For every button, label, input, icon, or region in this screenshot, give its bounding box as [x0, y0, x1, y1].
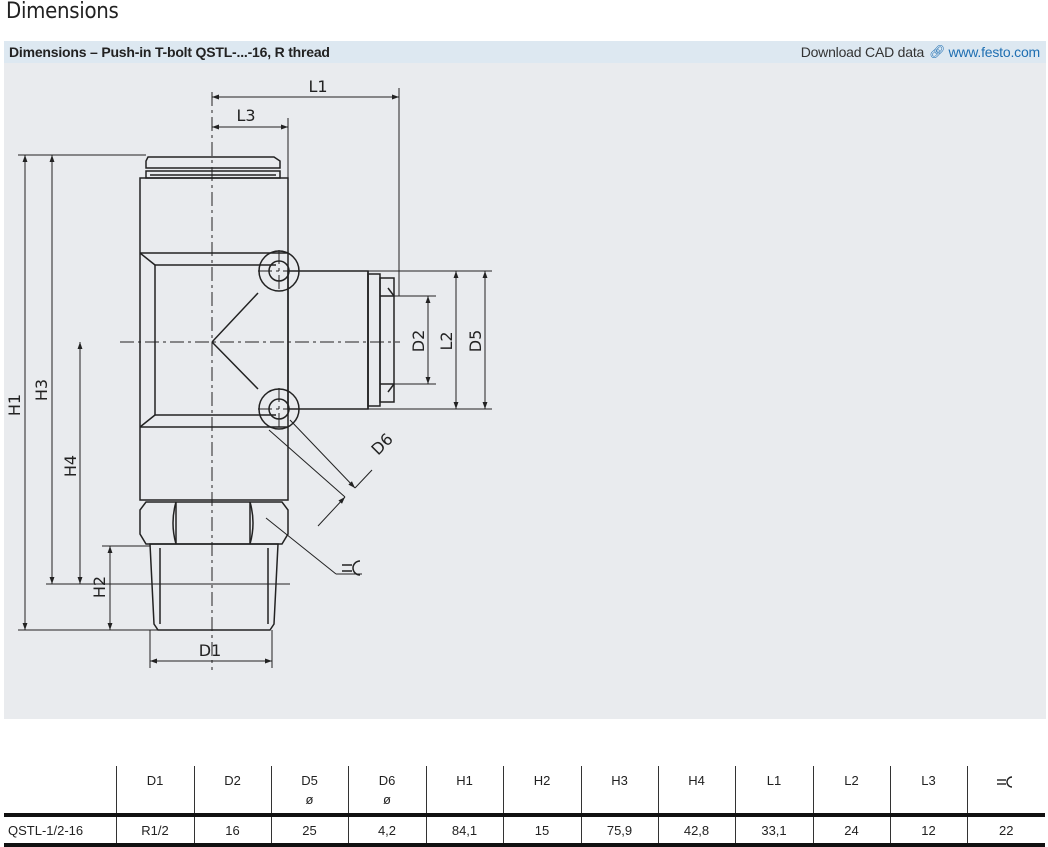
header-cell: H3: [581, 766, 659, 815]
label-L3: L3: [236, 106, 255, 125]
table-cell: 75,9: [581, 815, 659, 845]
page-title: Dimensions: [6, 0, 119, 24]
header-cell: H1: [426, 766, 504, 815]
table-cell: 12: [890, 815, 968, 845]
technical-drawing: L1 L3 H1 H3 H4 H2 D1 D2 L2 D5 D6: [5, 77, 492, 670]
table-cell: 4,2: [348, 815, 427, 845]
label-L2: L2: [437, 331, 456, 350]
table-cell: 84,1: [426, 815, 504, 845]
label-D2: D2: [409, 330, 428, 353]
cad-download-link[interactable]: 🔗︎ www.festo.com: [929, 44, 1040, 60]
label-L1: L1: [308, 77, 327, 96]
table-cell-model: QSTL-1/2-16: [4, 815, 117, 845]
header-cell-wrench: [967, 766, 1045, 815]
header-cell: H2: [503, 766, 582, 815]
link-icon: 🔗︎: [929, 44, 946, 59]
dimensions-panel: Dimensions – Push-in T-bolt QSTL-...-16,…: [4, 41, 1046, 719]
header-cell: H4: [658, 766, 736, 815]
cad-download-area: Download CAD data 🔗︎ www.festo.com: [800, 44, 1041, 60]
table-cell: 16: [194, 815, 272, 845]
label-H3: H3: [32, 379, 51, 401]
header-cell: D2: [194, 766, 272, 815]
wrench-size-icon: [997, 775, 1013, 788]
header-cell: L1: [735, 766, 814, 815]
table-cell: 24: [813, 815, 891, 845]
panel-title: Dimensions – Push-in T-bolt QSTL-...-16,…: [9, 44, 330, 60]
table-row: QSTL-1/2-16 R1/2 16 25 4,2 84,1 15 75,9 …: [4, 815, 1045, 845]
wrench-size-icon: [342, 560, 361, 576]
table-cell: 15: [503, 815, 582, 845]
thread: [149, 543, 279, 631]
side-branch: [287, 270, 369, 410]
label-D1: D1: [199, 641, 222, 660]
header-cell-model: [4, 766, 117, 815]
collet-cap: [145, 156, 281, 169]
label-D5: D5: [466, 330, 485, 353]
label-H4: H4: [61, 455, 80, 477]
table-cell: R1/2: [116, 815, 195, 845]
header-cell: L2: [813, 766, 891, 815]
label-H1: H1: [5, 394, 24, 416]
table-cell: 42,8: [658, 815, 736, 845]
cad-download-label: Download CAD data: [800, 44, 925, 60]
hex-nut: [139, 501, 289, 545]
header-cell: D1: [116, 766, 195, 815]
label-D6: D6: [367, 429, 396, 458]
table-cell: 33,1: [735, 815, 814, 845]
cad-link-text: www.festo.com: [948, 44, 1040, 60]
header-cell: L3: [890, 766, 968, 815]
label-H2: H2: [90, 576, 109, 598]
panel-header: Dimensions – Push-in T-bolt QSTL-...-16,…: [4, 41, 1046, 63]
table-cell: 25: [271, 815, 349, 845]
table-cell: 22: [999, 822, 1014, 838]
